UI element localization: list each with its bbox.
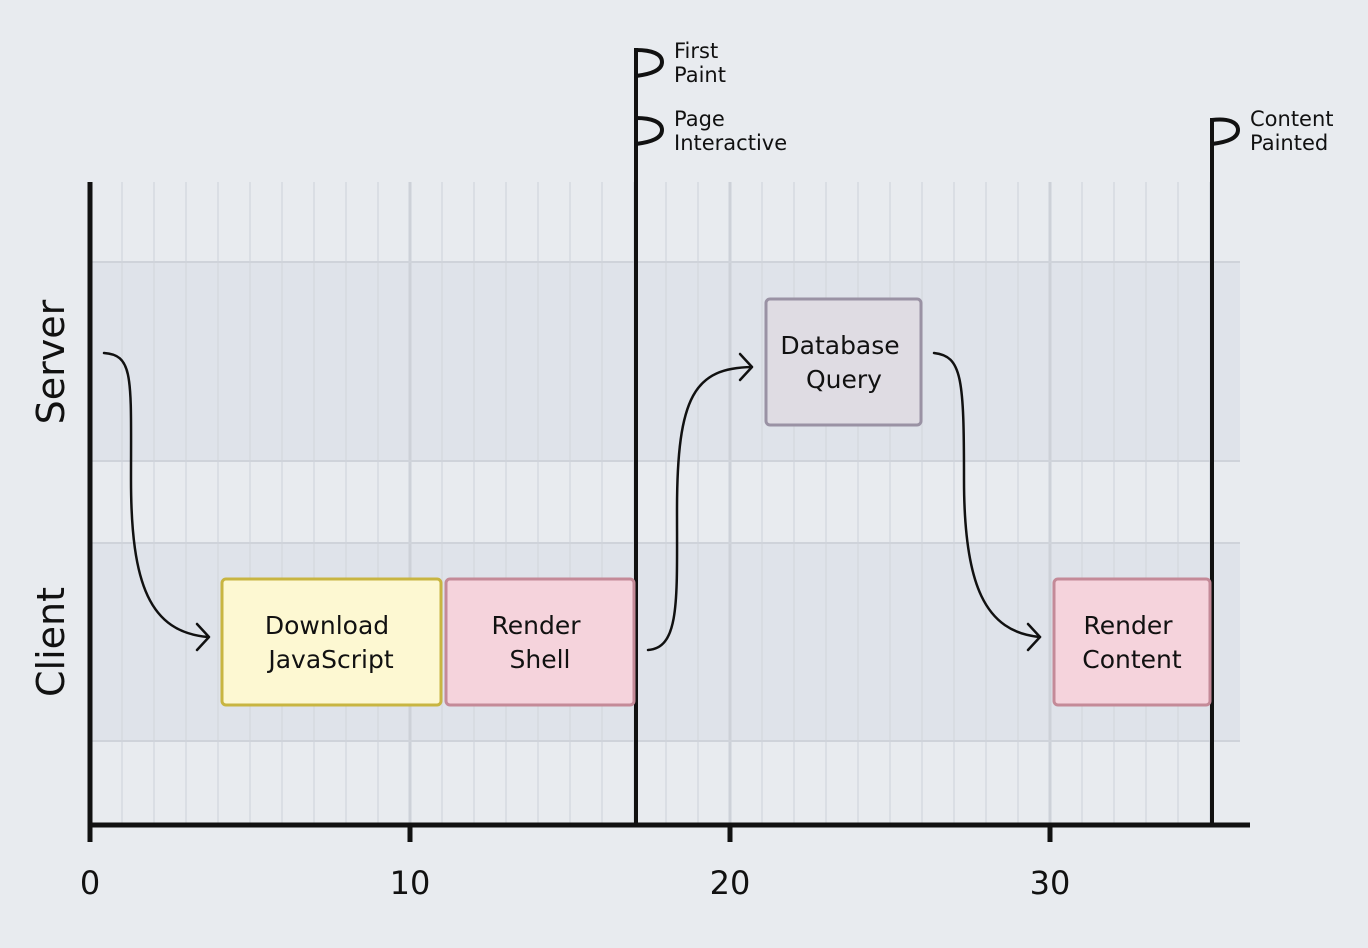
content-painted-label: Content Painted <box>1250 107 1340 155</box>
content-painted-flag-icon <box>1210 117 1241 146</box>
download-javascript-box <box>220 577 443 707</box>
render-content-label-line2: Content <box>1082 645 1182 674</box>
download-javascript-label-line2: JavaScript <box>266 645 394 674</box>
server-lane-band <box>90 262 1240 461</box>
server-to-download-arrowhead-icon <box>195 622 211 652</box>
first-paint-label-line2: Paint <box>674 63 726 87</box>
server-to-download-arrow <box>102 351 210 639</box>
first-paint-label: First Paint <box>674 39 726 87</box>
shell-to-query-arrowhead-icon <box>738 352 754 382</box>
tick-label-0: 0 <box>80 864 100 902</box>
tick-label-20: 20 <box>710 864 751 902</box>
page-interactive-label-line1: Page <box>674 107 725 131</box>
database-query-box <box>764 297 923 427</box>
lane-boundaries <box>90 261 1240 742</box>
tick-label-10: 10 <box>390 864 431 902</box>
download-javascript-label-line1: Download <box>265 611 389 640</box>
render-content-label: Render Content <box>1082 611 1182 674</box>
render-shell-label: Render Shell <box>492 611 589 674</box>
render-shell-label-line1: Render <box>492 611 582 640</box>
page-interactive-label-line2: Interactive <box>674 131 787 155</box>
database-query-label-line2: Query <box>806 365 882 394</box>
database-query-label: Database Query <box>780 331 907 394</box>
page-interactive-flag-icon <box>634 116 665 146</box>
render-shell-label-line2: Shell <box>510 645 571 674</box>
x-axis-ticks <box>87 825 1053 842</box>
content-painted-label-line1: Content <box>1250 107 1334 131</box>
database-query-label-line1: Database <box>780 331 899 360</box>
server-lane-label: Server <box>29 299 73 424</box>
render-shell-box <box>444 577 636 707</box>
render-content-box <box>1052 577 1212 707</box>
query-to-content-arrow <box>932 351 1042 639</box>
tick-label-30: 30 <box>1030 864 1071 902</box>
shell-to-query-arrow <box>646 365 754 652</box>
query-to-content-arrowhead-icon <box>1026 622 1042 652</box>
page-interactive-label: Page Interactive <box>674 107 787 155</box>
client-lane-label: Client <box>29 587 73 697</box>
first-paint-flag-icon <box>634 48 665 78</box>
first-paint-label-line1: First <box>674 39 718 63</box>
render-content-label-line1: Render <box>1084 611 1174 640</box>
download-javascript-label: Download JavaScript <box>265 611 397 674</box>
content-painted-label-line2: Painted <box>1250 131 1328 155</box>
